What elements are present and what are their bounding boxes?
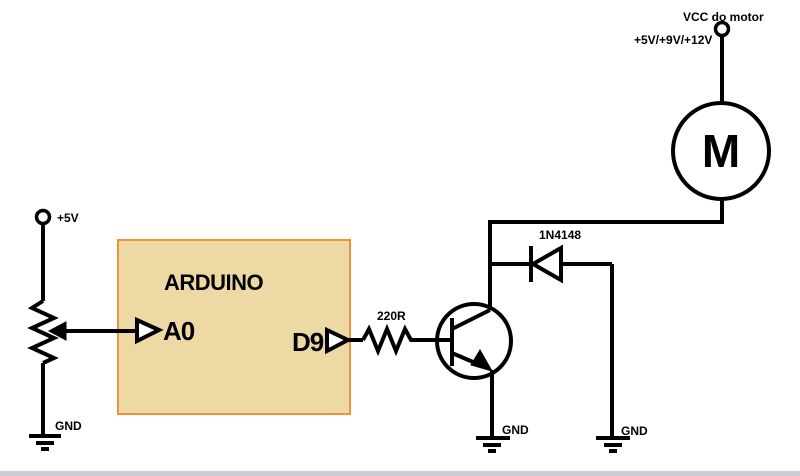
transistor-collector-lead [451, 308, 491, 331]
resistor-220r [361, 323, 452, 357]
pin-a0-label: A0 [163, 316, 195, 346]
potentiometer-zigzag [27, 299, 59, 365]
motor-branch [671, 20, 771, 201]
emitter-arrowhead [470, 349, 494, 372]
page-bottom-edge [0, 471, 800, 476]
vcc-terminal [713, 20, 731, 38]
gnd-label-diode: GND [621, 424, 648, 438]
pin-d9-label: D9 [292, 327, 324, 357]
gnd-label-pot: GND [55, 419, 82, 433]
motor-letter: M [702, 125, 740, 177]
gnd-symbol-emitter [476, 436, 510, 453]
wiper-arrowhead [47, 321, 67, 341]
gnd-symbol-pot [29, 434, 61, 451]
diode-triangle [528, 244, 563, 284]
gnd-label-emitter: GND [502, 423, 529, 437]
gnd-symbol-diode [596, 436, 630, 453]
vcc-motor-title: VCC do motor [683, 10, 764, 24]
arduino-title: ARDUINO [164, 270, 264, 295]
a0-arrowhead [135, 316, 164, 345]
wire-collector-to-motor [488, 198, 724, 309]
plus5v-terminal [34, 208, 52, 226]
flyback-diode-branch [490, 246, 630, 453]
d9-arrowhead [325, 326, 353, 355]
motor-body [671, 101, 771, 201]
potentiometer-branch [27, 208, 138, 451]
resistor-value-label: 220R [377, 309, 406, 323]
wire-diode-to-gnd [561, 262, 614, 436]
diode-part-label: 1N4148 [539, 228, 581, 242]
vcc-motor-voltages: +5V/+9V/+12V [634, 33, 712, 47]
plus5v-label: +5V [57, 211, 79, 225]
emitter-ground-branch [476, 370, 510, 453]
